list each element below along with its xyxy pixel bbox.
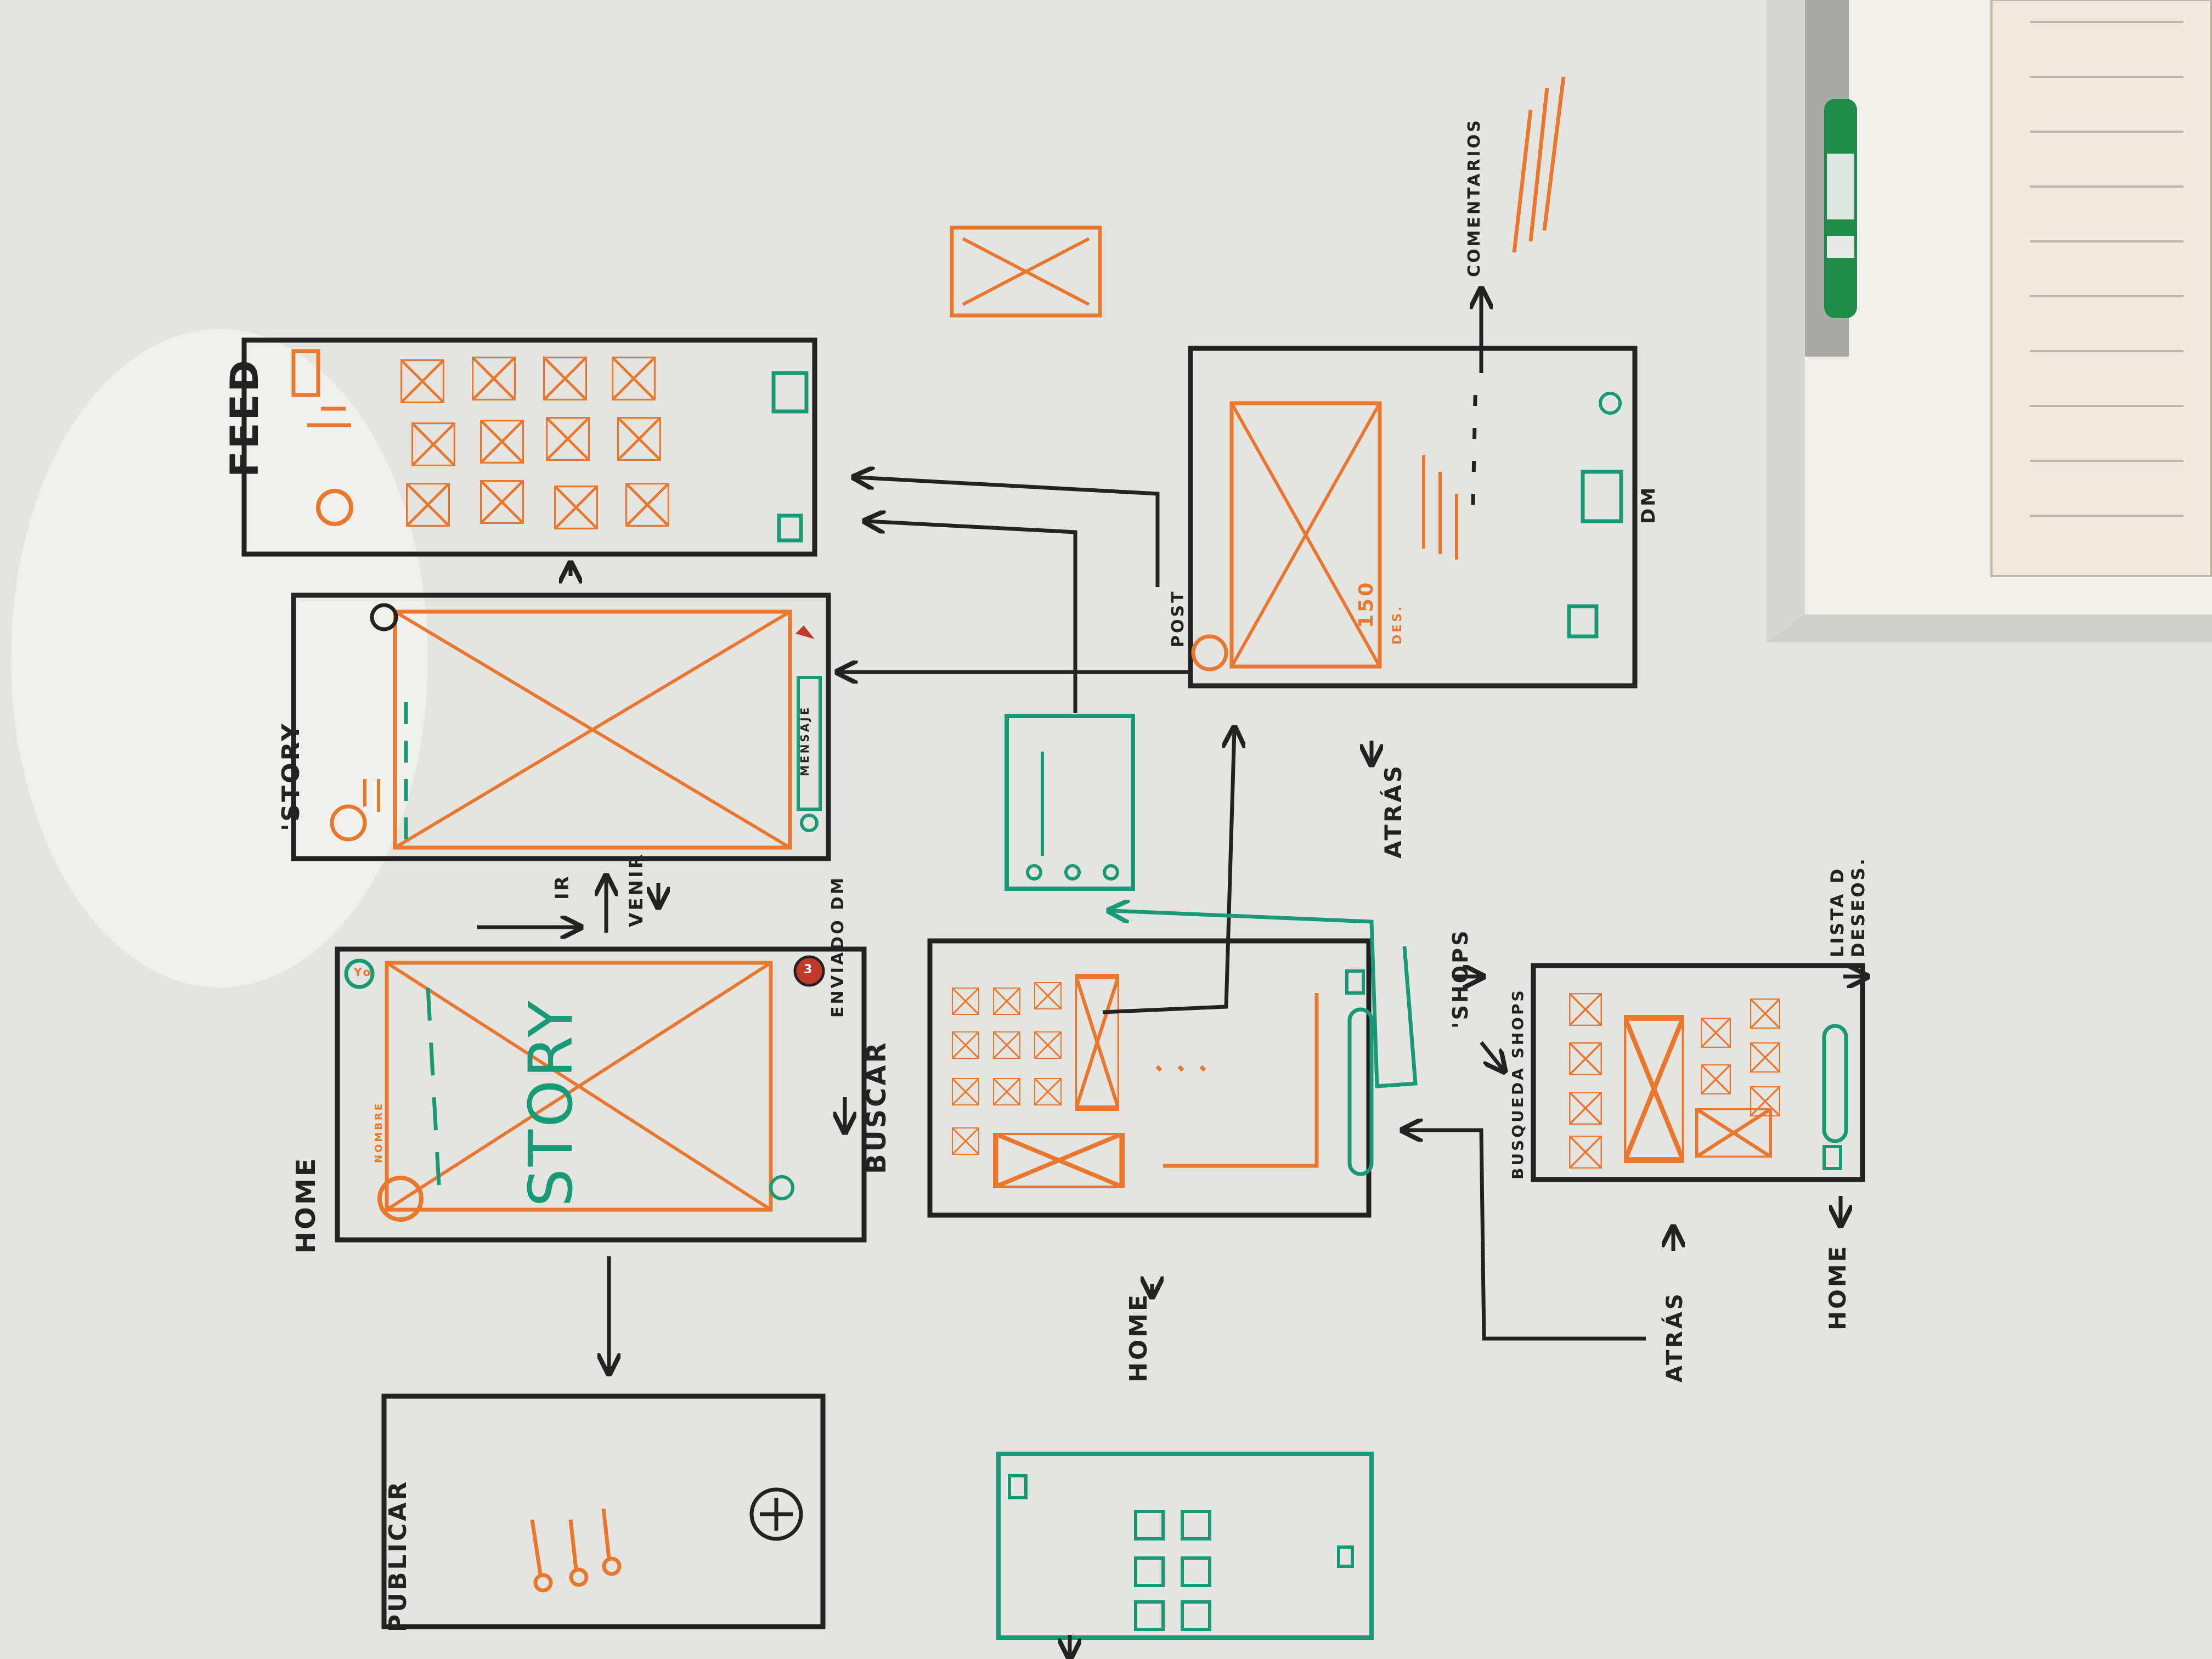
screen-story	[291, 592, 831, 861]
screen-profile-green	[996, 1452, 1374, 1640]
flow-arrows	[477, 291, 1865, 1657]
post-preview-card	[950, 225, 1102, 318]
avatar-icon	[330, 804, 367, 842]
story-text: STORY	[516, 998, 586, 1207]
screen-search-preview	[1005, 714, 1135, 891]
shops-label: 'SHOPS	[1448, 928, 1472, 1029]
add-icon	[749, 1487, 803, 1541]
atras-label: ATRÁS	[1380, 764, 1407, 859]
screen-publicar	[381, 1393, 826, 1629]
comentarios-label: COMENTARIOS	[1465, 118, 1484, 277]
marker-pen	[1824, 99, 1857, 318]
shops-link	[1111, 911, 1418, 1088]
name-label: NOMBRE	[373, 1101, 385, 1163]
des-label: DES.	[1391, 604, 1404, 645]
lista-deseos-label: LISTA D DESEOS.	[1827, 856, 1869, 957]
dm-notification-icon	[793, 955, 825, 987]
home-icon	[777, 514, 803, 543]
search-grid	[952, 974, 1125, 1188]
message-label: MENSAJE	[798, 705, 811, 776]
window-radiator	[1767, 0, 2212, 642]
enviado-dm-label: ENVIADO DM	[828, 876, 848, 1018]
radiator	[1990, 0, 2212, 577]
atras-label-2: ATRÁS	[1662, 1291, 1688, 1383]
venir-label: VENIR	[625, 852, 647, 927]
screen-shops	[1531, 963, 1865, 1182]
search-bar	[1822, 1024, 1848, 1143]
dm-icon	[771, 371, 809, 414]
home-label-2: HOME	[1824, 1244, 1851, 1330]
likes-count: 150	[1355, 580, 1378, 628]
avatar-icon	[316, 489, 353, 526]
feed-grid	[400, 357, 669, 529]
share-icon	[800, 814, 819, 832]
search-icon	[769, 1175, 794, 1200]
message-input	[797, 676, 822, 811]
feed-label: FEED	[222, 358, 267, 477]
screen-busqueda	[927, 938, 1374, 1218]
dm-label: DM	[1638, 485, 1660, 524]
profile-badge-icon	[344, 958, 375, 989]
close-icon	[370, 603, 398, 631]
home-icon	[1345, 969, 1365, 995]
publicar-label: PUBLICAR	[384, 1479, 412, 1632]
search-bar	[1347, 1007, 1374, 1176]
story-label: 'STORY	[277, 721, 305, 831]
screen-home	[335, 946, 867, 1243]
avatar-icon	[377, 1176, 424, 1222]
home-label: HOME	[291, 1156, 321, 1254]
heart-icon	[795, 625, 815, 639]
ir-label: IR	[551, 874, 573, 900]
avatar-icon	[1191, 634, 1228, 672]
comments-lines	[1512, 76, 1566, 253]
dm-badge-count: 3	[804, 963, 815, 977]
screen-feed	[241, 337, 817, 557]
post-label: POST	[1169, 589, 1188, 647]
screen-dm	[1188, 346, 1638, 689]
home-icon	[1822, 1145, 1842, 1170]
wall-glare	[11, 329, 428, 988]
home-icon	[1567, 604, 1599, 639]
home-arrow-label: HOME	[1125, 1292, 1153, 1383]
dm-icon	[1581, 470, 1623, 523]
busqueda-shops-label: BUSQUEDA SHOPS	[1509, 988, 1527, 1180]
buscar-label: BUSCAR	[861, 1040, 892, 1174]
share-icon	[1599, 392, 1622, 415]
profile-badge-text: Yo	[354, 966, 373, 979]
shop-grid	[1569, 993, 1780, 1169]
